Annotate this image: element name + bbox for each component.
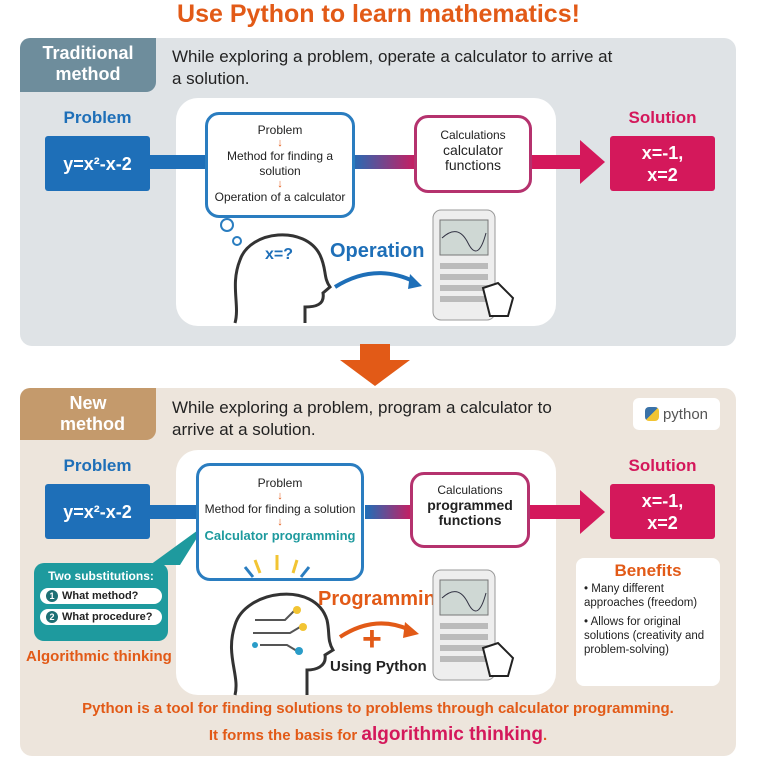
problem-book: y=x²-x-2 (45, 484, 150, 539)
thought-step: Problem (257, 476, 303, 490)
python-snake-icon (644, 407, 659, 421)
plus-icon: + (362, 620, 382, 658)
benefits-title: Benefits (614, 561, 682, 580)
bubble-text: Calculations (440, 128, 506, 142)
algorithmic-thinking-label: Algorithmic thinking (26, 648, 172, 665)
head-with-circuits-icon (230, 555, 335, 696)
traditional-description: While exploring a problem, operate a cal… (172, 47, 613, 88)
problem-equation: y=x²-x-2 (63, 153, 132, 174)
page-title: Use Python to learn mathematics! (177, 0, 580, 28)
bubble-text: functions (444, 157, 502, 173)
python-wordmark: python (662, 405, 709, 423)
solution-text: x=-1, (641, 490, 684, 511)
down-arrow-icon: ↓ (277, 490, 283, 502)
footer-line-2: It forms the basis for algorithmic think… (20, 724, 736, 746)
calculator-icon (432, 209, 515, 321)
using-python-label: Using Python (330, 658, 427, 675)
new-method-tab: New method (20, 388, 156, 440)
thought-step: Problem (257, 123, 303, 137)
operation-label: Operation (330, 240, 425, 262)
number-badge: 1 (46, 590, 58, 602)
down-arrow-icon: ↓ (277, 178, 283, 190)
down-arrow-icon: ↓ (277, 137, 283, 149)
calculation-bubble: Calculations calculator functions (414, 115, 532, 193)
traditional-method-tab: Traditional method (20, 38, 156, 92)
solution-label: Solution (628, 456, 697, 475)
substitutions-box: Two substitutions: 1 What method? 2 What p… (34, 563, 168, 641)
footer-highlight: algorithmic thinking (361, 724, 543, 745)
bubble-text: Calculations (437, 483, 503, 497)
programming-label: Programming (318, 588, 449, 610)
substitution-text: What method? (62, 590, 139, 602)
problem-label: Problem (63, 456, 132, 475)
traditional-flow-arrows (150, 140, 605, 184)
footer-text: It forms the basis for (208, 727, 362, 744)
solution-book: x=-1, x=2 (610, 136, 715, 191)
thought-step: Method for finding a solution (204, 502, 356, 516)
curved-arrow-icon (333, 271, 422, 289)
thought-bubble: Problem ↓ Method for finding a solution … (205, 112, 355, 218)
head-icon (220, 218, 333, 324)
solution-book: x=-1, x=2 (610, 484, 715, 539)
new-description: While exploring a problem, program a cal… (172, 398, 552, 439)
solution-label: Solution (628, 108, 697, 127)
solution-text: x=2 (647, 512, 678, 533)
solution-text: x=-1, (641, 142, 684, 163)
substitutions-title: Two substitutions: (48, 569, 154, 583)
curved-arrow-icon (338, 621, 419, 639)
benefits-box: Benefits • Many different approaches (fr… (576, 558, 720, 686)
new-flow-arrows (150, 490, 605, 534)
bubble-text: calculator (443, 142, 503, 158)
problem-label: Problem (63, 108, 132, 127)
benefit-item: • Allows for original solutions (creativ… (584, 616, 705, 656)
bubble-text: programmed (427, 497, 513, 513)
substitution-item: 1 What method? (40, 588, 162, 604)
problem-equation: y=x²-x-2 (63, 501, 132, 522)
benefit-text: Many different approaches (freedom) (584, 583, 698, 609)
footer-text: . (542, 727, 548, 744)
callout-pointer (150, 525, 205, 565)
thought-step: Operation of a calculator (214, 190, 346, 204)
python-logo: python (633, 398, 720, 430)
benefit-item: • Many different approaches (freedom) (584, 583, 698, 609)
benefit-text: Allows for original solutions (creativit… (584, 616, 705, 656)
calculation-bubble: Calculations programmed functions (410, 472, 530, 548)
calculator-icon (432, 569, 515, 681)
bubble-text: functions (438, 512, 502, 528)
thought-step: Method for finding a solution (226, 149, 334, 178)
down-arrow-icon: ↓ (277, 516, 283, 528)
down-arrow-icon (340, 344, 410, 386)
thought-bubble: Problem ↓ Method for finding a solution … (196, 463, 364, 581)
number-badge: 2 (46, 611, 58, 623)
footer-line-1: Python is a tool for finding solutions t… (82, 700, 674, 717)
solution-text: x=2 (647, 164, 678, 185)
substitution-item: 2 What procedure? (40, 609, 162, 625)
thought-step: Calculator programming (204, 528, 356, 543)
question-text: x=? (265, 246, 294, 263)
substitution-text: What procedure? (62, 611, 153, 623)
problem-book: y=x²-x-2 (45, 136, 150, 191)
